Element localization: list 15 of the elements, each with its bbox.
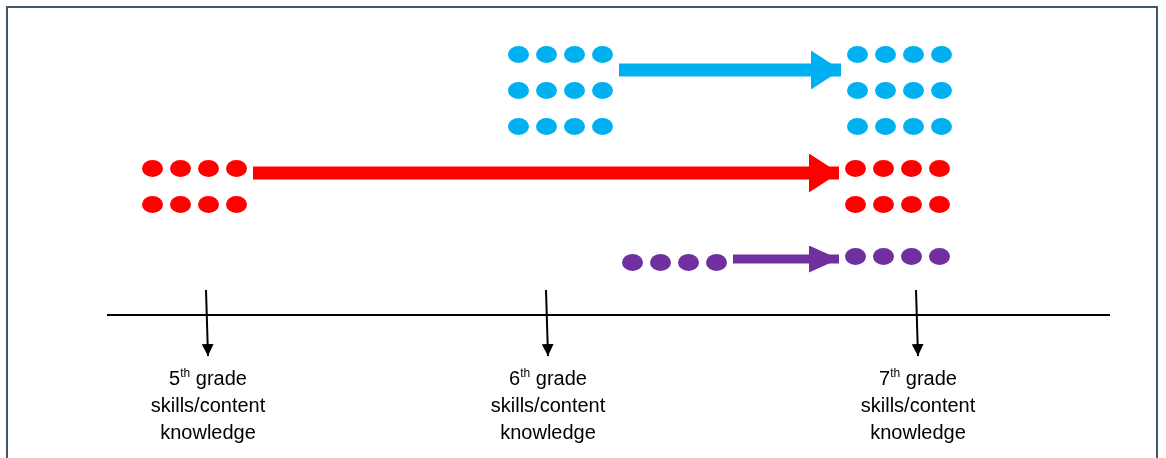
grade-label: 7$^{th}$ grade skills/content knowledge <box>833 360 1003 446</box>
grade-label: 5$^{th}$ grade skills/content knowledge <box>123 360 293 446</box>
arrow <box>201 289 214 357</box>
dot-group <box>845 248 950 265</box>
dot-group <box>847 46 952 135</box>
dot-group <box>508 46 613 135</box>
dot-group <box>142 160 247 213</box>
grade-label: 6$^{th}$ grade skills/content knowledge <box>463 360 633 446</box>
dot-group <box>622 254 727 271</box>
arrow <box>911 289 924 357</box>
arrow <box>541 289 554 357</box>
arrow <box>253 153 839 193</box>
dot-group <box>845 160 950 213</box>
arrow <box>619 50 841 90</box>
arrow <box>733 245 839 273</box>
